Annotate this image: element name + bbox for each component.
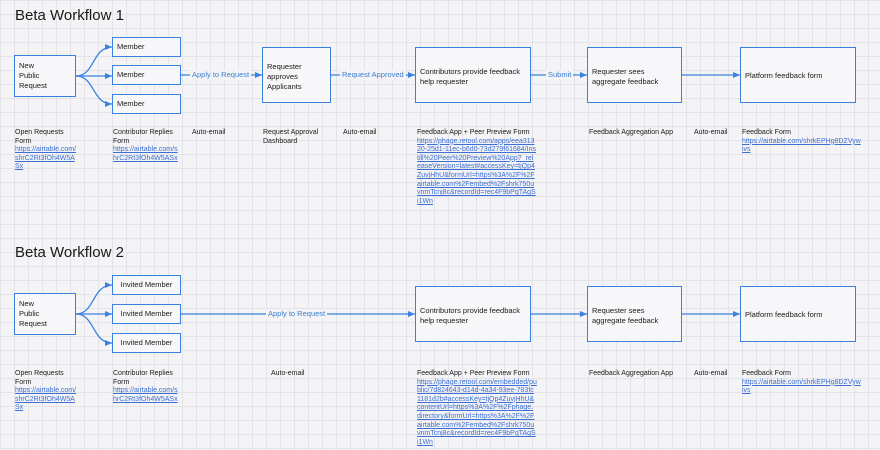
annotation-auto-email-3: Auto-email [694,370,744,379]
node-requester-approves[interactable]: Requester approves Applicants [262,47,331,103]
annotation-feedback-aggregation-app: Feedback Aggregation App [589,370,714,379]
annotation-contributor-replies-form: Contributor Replies Form https://airtabl… [113,370,179,404]
annotation-open-requests-form: Open Requests Form https://airtable.com/… [15,129,77,172]
node-contributors-feedback[interactable]: Contributors provide feedback help reque… [415,286,531,342]
node-platform-feedback-form[interactable]: Platform feedback form [740,47,856,103]
node-aggregate-feedback[interactable]: Requester sees aggregate feedback [587,47,682,103]
annotation-link[interactable]: https://airtable.com/shrkEPHg8DZVywivs [742,378,861,395]
node-label: Contributors provide feedback help reque… [420,306,521,325]
annotation-open-requests-form: Open Requests Form https://airtable.com/… [15,370,77,413]
annotation-label: Auto-email [271,370,305,377]
annotation-auto-email-1: Auto-email [271,370,396,379]
annotation-link[interactable]: https://phage.retool.com/embedded/public… [417,378,537,446]
annotation-label: Auto-email [343,129,377,136]
node-label: Member [117,99,145,108]
annotation-contributor-replies-form: Contributor Replies Form https://airtabl… [113,129,179,163]
node-label: Invited Member [120,338,173,347]
annotation-feedback-app: Feedback App + Peer Preview Form https:/… [417,370,537,447]
node-member-3[interactable]: Member [112,94,181,114]
node-label: Contributors provide feedback help reque… [420,67,521,86]
annotation-auto-email-3: Auto-email [694,129,744,138]
annotation-label: Contributor Replies Form [113,370,173,386]
node-label: New Public Request [19,299,47,328]
annotation-auto-email-1: Auto-email [192,129,317,138]
node-label: Requester sees aggregate feedback [592,67,659,86]
annotation-request-approval-dashboard: Request Approval Dashboard [263,129,335,146]
node-member-1[interactable]: Member [112,37,181,57]
annotation-label: Open Requests Form [15,129,64,145]
node-label: Requester approves Applicants [267,62,302,91]
annotation-link[interactable]: https://airtable.com/shrC2Rt3fOh4W5ASx [113,146,178,162]
annotation-link[interactable]: https://phage.retool.com/apps/eea31320-2… [417,137,536,205]
edge-label-request-approved: Request Approved [340,70,406,80]
connector-w2-request-member3 [75,313,113,346]
annotation-label: Feedback App + Peer Preview Form [417,370,530,377]
node-invited-member-1[interactable]: Invited Member [112,275,181,295]
node-member-2[interactable]: Member [112,65,181,85]
annotation-label: Feedback App + Peer Preview Form [417,129,530,136]
node-new-public-request[interactable]: New Public Request [14,293,76,335]
connector-w1-request-member1 [75,44,113,77]
annotation-link[interactable]: https://airtable.com/shrC2Rt3fOh4W5ASx [113,387,178,403]
edge-label-apply-to-request: Apply to Request [266,309,328,319]
annotation-feedback-form: Feedback Form https://airtable.com/shrkE… [742,129,862,155]
annotation-link[interactable]: https://airtable.com/shrkEPHg8DZVywivs [742,137,861,154]
annotation-label: Feedback Form [742,370,792,377]
annotation-label: Request Approval Dashboard [263,129,319,145]
annotation-label: Open Requests Form [15,370,64,386]
annotation-feedback-aggregation-app: Feedback Aggregation App [589,129,714,138]
annotation-feedback-app: Feedback App + Peer Preview Form https:/… [417,129,537,206]
node-label: Platform feedback form [745,71,823,80]
annotation-label: Auto-email [192,129,226,136]
annotation-label: Contributor Replies Form [113,129,173,145]
edge-label-submit: Submit [546,70,574,80]
annotation-link[interactable]: https://airtable.com/shrC2Rt3fOh4W5ASx [15,146,77,171]
node-new-public-request[interactable]: New Public Request [14,55,76,97]
node-label: Invited Member [120,309,173,318]
node-label: Invited Member [120,280,173,289]
annotation-label: Auto-email [694,129,728,136]
workflow-2-title: Beta Workflow 2 [15,244,124,261]
edge-label-apply-to-request: Apply to Request [190,70,252,80]
annotation-label: Auto-email [694,370,728,377]
annotation-label: Feedback Aggregation App [589,370,674,377]
node-label: Member [117,42,145,51]
node-label: New Public Request [19,61,47,90]
connector-w2-request-member1 [75,282,113,315]
annotation-feedback-form: Feedback Form https://airtable.com/shrkE… [742,370,862,396]
connector-w1-request-member3 [75,75,113,107]
annotation-label: Feedback Form [742,129,792,136]
annotation-auto-email-2: Auto-email [343,129,468,138]
annotation-link[interactable]: https://airtable.com/shrC2Rt3fOh4W5ASx [15,387,77,412]
node-aggregate-feedback[interactable]: Requester sees aggregate feedback [587,286,682,342]
node-label: Member [117,70,145,79]
node-invited-member-3[interactable]: Invited Member [112,333,181,353]
node-label: Requester sees aggregate feedback [592,306,659,325]
node-invited-member-2[interactable]: Invited Member [112,304,181,324]
annotation-label: Feedback Aggregation App [589,129,674,136]
workflow-1-title: Beta Workflow 1 [15,7,124,24]
node-contributors-feedback[interactable]: Contributors provide feedback help reque… [415,47,531,103]
node-label: Platform feedback form [745,310,823,319]
node-platform-feedback-form[interactable]: Platform feedback form [740,286,856,342]
